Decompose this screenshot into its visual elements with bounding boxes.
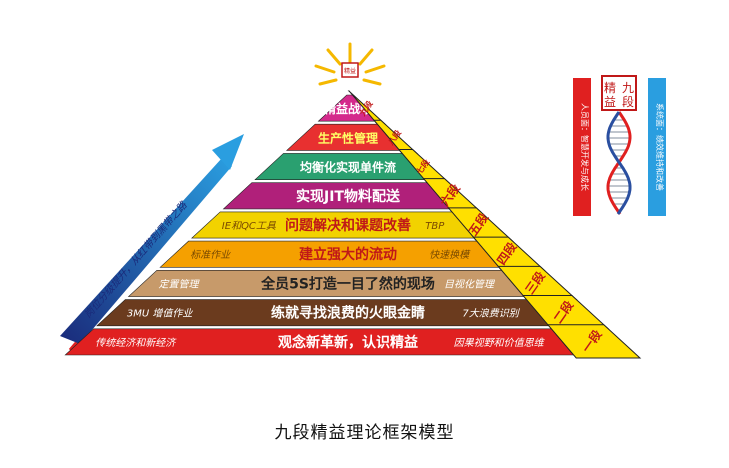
level-right-note-2: 7大浪费识别 — [462, 308, 520, 320]
dna-seal-char: 段 — [622, 94, 634, 109]
level-title-3: 全员5S打造一目了然的现场 — [260, 275, 435, 292]
level-left-note-3: 定置管理 — [159, 278, 201, 290]
dna-helix-icon: 精九益段 — [604, 81, 634, 215]
level-right-note-3: 目视化管理 — [444, 278, 496, 290]
dna-seal-char: 九 — [622, 81, 634, 95]
people-label: 人员面：智慧开发与成长 — [580, 103, 590, 191]
dna-seal-icon — [601, 75, 637, 111]
level-right-note-1: 因果视野和价值思维 — [454, 337, 546, 349]
level-title-2: 练就寻找浪费的火眼金睛 — [271, 305, 425, 322]
people-bar — [573, 78, 591, 216]
level-left-note-4: 标准作业 — [190, 249, 231, 261]
level-left-note-5: IE和QC工具 — [222, 220, 277, 232]
level-title-8: 生产性管理 — [318, 130, 378, 145]
dna-seal-char: 精 — [604, 81, 616, 95]
level-title-5: 问题解决和课题改善 — [285, 217, 411, 234]
level-left-note-1: 传统经济和新经济 — [95, 337, 177, 349]
level-title-1: 观念新革新，认识精益 — [278, 334, 418, 351]
system-label: 系统面：绩效维持和改善 — [655, 103, 665, 191]
level-right-note-5: TBP — [425, 221, 445, 232]
peak-seal-text: 精益 — [344, 67, 356, 75]
rise-arrow — [60, 134, 244, 351]
dna-strand — [606, 111, 632, 215]
level-title-6: 实现JIT物料配送 — [296, 188, 401, 205]
level-title-4: 建立强大的流动 — [299, 246, 397, 263]
diagram-caption: 九段精益理论框架模型 — [274, 423, 455, 443]
pyramid-levels: 精益战略生产性管理均衡化实现单件流实现JIT物料配送问题解决和课题改善IE和QC… — [64, 94, 575, 356]
system-bar — [648, 78, 666, 216]
level-title-7: 均衡化实现单件流 — [300, 160, 396, 175]
peak-seal-icon — [341, 62, 359, 78]
step-block-1 — [546, 324, 642, 359]
level-right-note-4: 快速换模 — [429, 249, 471, 261]
level-left-note-2: 3MU 增值作业 — [127, 308, 193, 320]
dna-panel: 人员面：智慧开发与成长 系统面：绩效维持和改善 精九益段 — [573, 75, 666, 216]
sun-rays-icon — [314, 42, 386, 86]
dna-seal-char: 益 — [604, 95, 616, 109]
